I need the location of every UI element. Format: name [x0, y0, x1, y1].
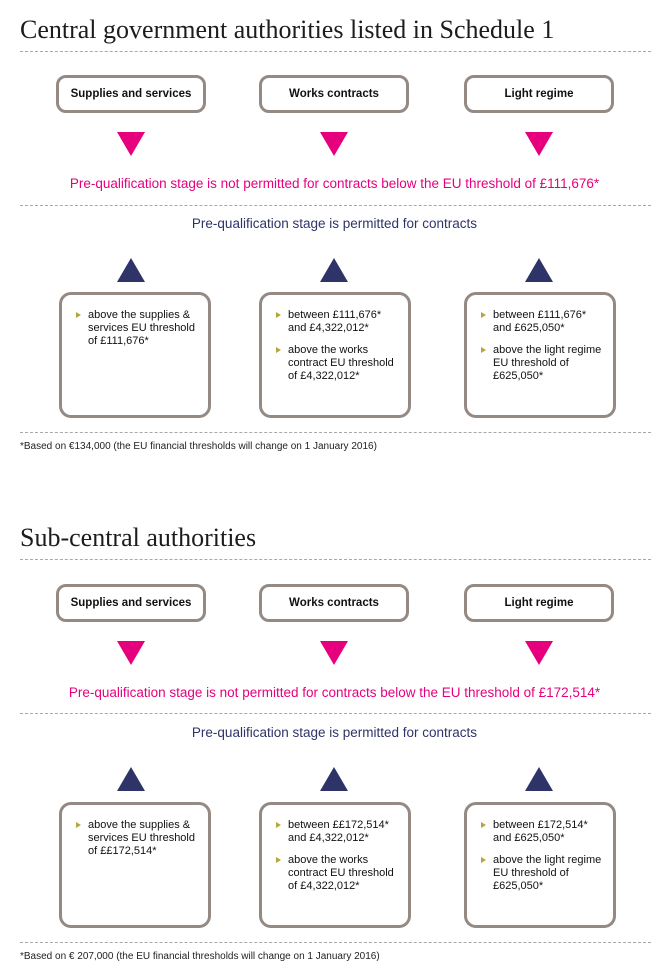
- detail-item: above the works contract EU threshold of…: [276, 854, 398, 893]
- footnote: *Based on €134,000 (the EU financial thr…: [20, 441, 377, 452]
- not-permitted-text: Pre-qualification stage is not permitted…: [68, 685, 601, 700]
- arrow-up-icon: [320, 767, 348, 791]
- arrow-down-icon: [117, 641, 145, 665]
- arrow-up-icon: [117, 258, 145, 282]
- divider: [20, 51, 651, 52]
- detail-box-supplies: above the supplies & services EU thresho…: [59, 802, 211, 928]
- bullet-icon: [276, 347, 281, 353]
- arrow-up-icon: [525, 767, 553, 791]
- arrow-up-icon: [320, 258, 348, 282]
- bullet-icon: [76, 822, 81, 828]
- detail-item: above the supplies & services EU thresho…: [76, 309, 198, 348]
- detail-item: between £111,676* and £625,050*: [481, 309, 603, 335]
- bullet-icon: [276, 312, 281, 318]
- permitted-text: Pre-qualification stage is permitted for…: [191, 216, 478, 231]
- detail-box-light-regime: between £111,676* and £625,050* above th…: [464, 292, 616, 418]
- arrow-down-icon: [525, 641, 553, 665]
- detail-item: between £111,676* and £4,322,012*: [276, 309, 398, 335]
- detail-item: between £172,514* and £625,050*: [481, 819, 603, 845]
- bullet-icon: [481, 347, 486, 353]
- divider: [20, 713, 651, 714]
- detail-box-works: between £111,676* and £4,322,012* above …: [259, 292, 411, 418]
- arrow-up-icon: [117, 767, 145, 791]
- bullet-icon: [481, 822, 486, 828]
- not-permitted-text: Pre-qualification stage is not permitted…: [69, 176, 600, 191]
- detail-item: above the light regime EU threshold of £…: [481, 854, 603, 893]
- section-title: Sub-central authorities: [20, 523, 257, 552]
- arrow-down-icon: [320, 641, 348, 665]
- arrow-up-icon: [525, 258, 553, 282]
- bullet-icon: [481, 857, 486, 863]
- divider: [20, 942, 651, 943]
- permitted-text: Pre-qualification stage is permitted for…: [191, 725, 478, 740]
- detail-item: above the supplies & services EU thresho…: [76, 819, 198, 858]
- detail-item: above the light regime EU threshold of £…: [481, 344, 603, 383]
- category-box-supplies: Supplies and services: [56, 75, 206, 113]
- footnote: *Based on € 207,000 (the EU financial th…: [20, 951, 380, 962]
- divider: [20, 432, 651, 433]
- bullet-icon: [481, 312, 486, 318]
- category-box-light-regime: Light regime: [464, 584, 614, 622]
- detail-item: between ££172,514* and £4,322,012*: [276, 819, 398, 845]
- arrow-down-icon: [525, 132, 553, 156]
- category-box-works: Works contracts: [259, 584, 409, 622]
- detail-box-light-regime: between £172,514* and £625,050* above th…: [464, 802, 616, 928]
- category-box-light-regime: Light regime: [464, 75, 614, 113]
- divider: [20, 205, 651, 206]
- detail-item: above the works contract EU threshold of…: [276, 344, 398, 383]
- section-title: Central government authorities listed in…: [20, 15, 555, 44]
- detail-box-works: between ££172,514* and £4,322,012* above…: [259, 802, 411, 928]
- category-box-works: Works contracts: [259, 75, 409, 113]
- arrow-down-icon: [117, 132, 145, 156]
- detail-box-supplies: above the supplies & services EU thresho…: [59, 292, 211, 418]
- divider: [20, 559, 651, 560]
- bullet-icon: [276, 857, 281, 863]
- arrow-down-icon: [320, 132, 348, 156]
- category-box-supplies: Supplies and services: [56, 584, 206, 622]
- bullet-icon: [76, 312, 81, 318]
- bullet-icon: [276, 822, 281, 828]
